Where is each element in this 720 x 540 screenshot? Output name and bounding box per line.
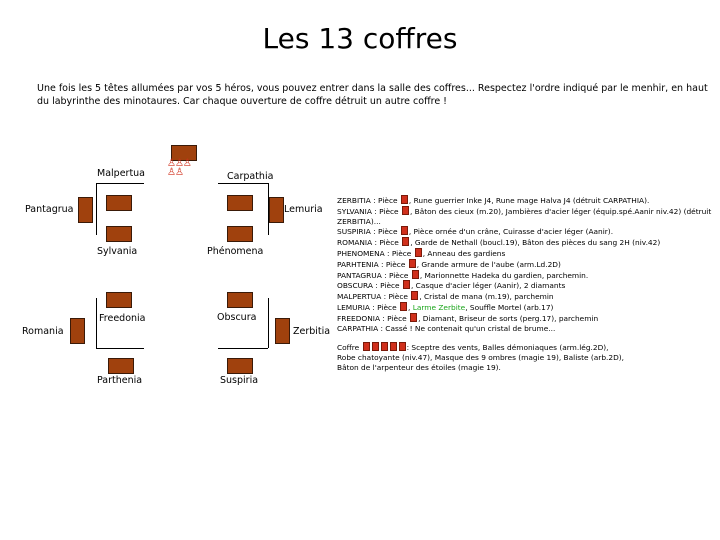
label-zerbitia: Zerbitia [293, 326, 331, 337]
wall [268, 298, 269, 348]
head-icon [400, 301, 407, 311]
head-icon [401, 205, 409, 215]
head-icon [371, 342, 379, 352]
chest-romania[interactable] [70, 318, 85, 344]
label-pantagrua: Pantagrua [25, 204, 74, 215]
head-icon [362, 342, 370, 352]
chest-pantagrua[interactable] [78, 197, 93, 223]
legend-text: : Sceptre des vents, Balles démoniaques … [406, 343, 609, 353]
head-icon [410, 312, 418, 322]
heads-icon: ♙♙♙ ♙♙ [167, 158, 192, 178]
head-icon [408, 258, 416, 268]
legend-phenomena: PHENOMENA : Pièce , Anneau des gardiens [337, 247, 717, 259]
label-obscura: Obscura [217, 312, 257, 323]
wall [96, 183, 97, 235]
legend-text: LEMURIA : Pièce [337, 302, 397, 312]
chest-carpathia[interactable] [227, 195, 253, 211]
head-icon [400, 226, 408, 236]
label-lemuria: Lemuria [284, 204, 323, 215]
legend-highlight: Larme Zerbite [412, 302, 466, 312]
label-romania: Romania [22, 326, 64, 337]
legend-malpertua: MALPERTUA : Pièce , Cristal de mana (m.1… [337, 291, 717, 302]
head-icon [411, 269, 419, 279]
label-phenomena: Phénomena [207, 246, 264, 257]
legend-text: , Diamant, Briseur de sorts (perg.17), p… [418, 313, 599, 323]
legend-text: , Anneau des gardiens [422, 248, 506, 258]
legend-text: , Rune guerrier Inke J4, Rune mage Halva… [408, 196, 650, 205]
head-icon [402, 237, 410, 247]
head-icon [398, 342, 406, 352]
chest-phenomena[interactable] [227, 226, 253, 242]
head-icon [402, 280, 410, 290]
legend-text: , Pièce ornée d'un crâne, Cuirasse d'aci… [408, 227, 614, 237]
label-carpathia: Carpathia [227, 171, 274, 182]
legend-coffre-line2: Robe chatoyante (niv.47), Masque des 9 o… [337, 353, 625, 363]
legend-text: Coffre [337, 343, 360, 353]
legend-text: MALPERTUA : Pièce [337, 292, 408, 302]
label-malpertua: Malpertua [97, 168, 146, 179]
wall [96, 183, 144, 184]
chest-lemuria[interactable] [269, 197, 284, 223]
head-icon [411, 291, 419, 301]
chest-suspiria[interactable] [227, 358, 253, 374]
legend-zerbitia: ZERBITIA : Pièce , Rune guerrier Inke J4… [337, 195, 717, 206]
page-title: Les 13 coffres [262, 22, 458, 55]
legend-text: , Bâton des cieux (m.20), Jambières d'ac… [337, 206, 712, 226]
legend-coffre: Coffre : Sceptre des vents, Balles démon… [337, 342, 717, 353]
legend-obscura: OBSCURA : Pièce , Casque d'acier léger (… [337, 280, 717, 291]
legend-text: SUSPIRIA : Pièce [337, 227, 398, 237]
head-icon [414, 247, 422, 257]
legend-text: OBSCURA : Pièce [337, 281, 400, 291]
legend-text: PANTAGRUA : Pièce [337, 270, 409, 280]
label-parthenia: Parthenia [97, 375, 143, 386]
legend-suspiria: SUSPIRIA : Pièce , Pièce ornée d'un crân… [337, 226, 717, 237]
wall [218, 183, 268, 184]
wall [218, 348, 268, 349]
legend-text: FREEDONIA : Pièce [337, 313, 407, 323]
label-freedonia: Freedonia [99, 313, 146, 324]
head-icon [389, 342, 397, 352]
legend-text: , Souffle Mortel (arb.17) [465, 302, 554, 312]
legend-text: ZERBITIA : Pièce [337, 196, 398, 205]
head-icon [380, 342, 388, 352]
legend-romania: ROMANIA : Pièce , Garde de Nethall (bouc… [337, 237, 717, 248]
legend-lemuria: LEMURIA : Pièce , Larme Zerbite, Souffle… [337, 301, 554, 312]
legend-text: , Grande armure de l'aube (arm.Ld.2D) [416, 259, 561, 269]
intro-text: Une fois les 5 têtes allumées par vos 5 … [37, 83, 708, 107]
head-icon [400, 195, 408, 204]
chest-malpertua[interactable] [106, 195, 132, 211]
label-sylvania: Sylvania [97, 246, 138, 257]
wall [96, 298, 97, 348]
chest-legend: ZERBITIA : Pièce , Rune guerrier Inke J4… [337, 195, 717, 373]
legend-text: , Marionnette Hadeka du gardien, parchem… [419, 270, 589, 280]
legend-text: PARHTENIA : Pièce [337, 259, 406, 269]
legend-text: , Cristal de mana (m.19), parchemin [419, 292, 554, 302]
wall [268, 183, 269, 235]
label-suspiria: Suspiria [220, 375, 259, 386]
legend-coffre-line3: Bâton de l'arpenteur des étoiles (magie … [337, 362, 501, 372]
legend-pantagrua: PANTAGRUA : Pièce , Marionnette Hadeka d… [337, 269, 717, 281]
chest-zerbitia[interactable] [275, 318, 290, 344]
legend-sylvania: SYLVANIA : Pièce , Bâton des cieux (m.20… [337, 205, 717, 227]
legend-text: ROMANIA : Pièce [337, 238, 399, 248]
wall [96, 348, 144, 349]
chest-parthenia[interactable] [108, 358, 134, 374]
legend-text: PHENOMENA : Pièce [337, 248, 412, 258]
chest-center-top[interactable] [171, 145, 197, 161]
legend-text: , Garde de Nethall (boucl.19), Bâton des… [410, 238, 661, 248]
legend-parhtenia: PARHTENIA : Pièce , Grande armure de l'a… [337, 258, 717, 270]
legend-text: SYLVANIA : Pièce [337, 206, 399, 216]
chest-sylvania[interactable] [106, 226, 132, 242]
chest-obscura[interactable] [227, 292, 253, 308]
legend-carpathia: CARPATHIA : Cassé ! Ne contenait qu'un c… [337, 323, 556, 333]
legend-text: , Casque d'acier léger (Aanir), 2 diaman… [410, 281, 566, 291]
legend-freedonia: FREEDONIA : Pièce , Diamant, Briseur de … [337, 312, 717, 324]
chest-freedonia[interactable] [106, 292, 132, 308]
